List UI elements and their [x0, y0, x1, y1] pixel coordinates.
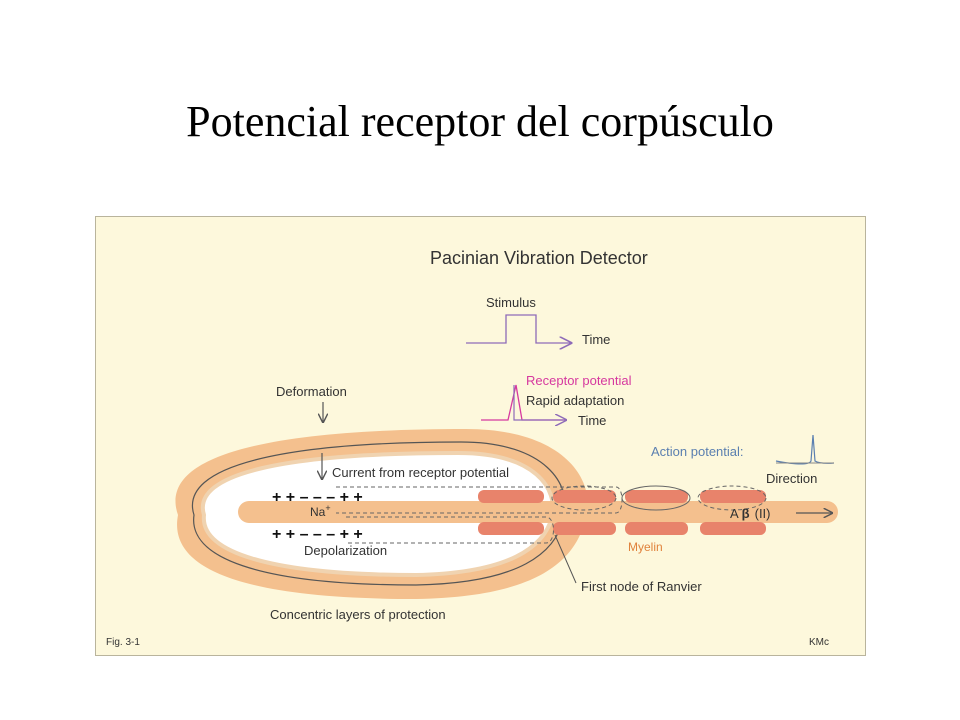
pacinian-diagram: Pacinian Vibration Detector Stimulus Tim…: [106, 248, 838, 648]
direction-label: Direction: [766, 471, 817, 486]
myelin-segment: [700, 522, 766, 535]
myelin-segment: [700, 490, 766, 503]
current-loop-bottom: [346, 516, 554, 544]
figure-title: Pacinian Vibration Detector: [430, 248, 648, 268]
myelin-segment: [625, 522, 688, 535]
node-current-loop: [697, 485, 767, 511]
node-pointer-line: [554, 534, 577, 584]
myelin-label: Myelin: [628, 540, 663, 554]
stimulus-trace: [466, 314, 571, 343]
myelin-segment: [553, 522, 616, 535]
current-label: Current from receptor potential: [332, 465, 509, 480]
charges-top: + + – – – + +: [272, 489, 363, 506]
action-potential-label: Action potential:: [651, 444, 744, 459]
first-node-label: First node of Ranvier: [581, 579, 702, 594]
stimulus-label: Stimulus: [486, 295, 536, 310]
myelin-segment: [625, 490, 688, 503]
slide-title: Potencial receptor del corpúsculo: [186, 97, 774, 146]
time-label-stimulus: Time: [582, 332, 610, 347]
charges-bottom: + + – – – + +: [272, 526, 363, 543]
na-label: Na+: [310, 503, 331, 519]
myelin-segment: [478, 522, 544, 535]
node-current-loop: [621, 485, 691, 511]
pacinian-figure: Pacinian Vibration Detector Stimulus Tim…: [95, 216, 866, 656]
node-current-loop: [551, 485, 617, 511]
fig-number: Fig. 3-1: [106, 637, 140, 648]
rapid-adaptation-label: Rapid adaptation: [526, 393, 624, 408]
concentric-label: Concentric layers of protection: [270, 607, 446, 622]
myelin-segment: [553, 490, 616, 503]
myelin-segment: [478, 490, 544, 503]
time-label-receptor: Time: [578, 413, 606, 428]
deformation-label: Deformation: [276, 384, 347, 399]
depolarization-label: Depolarization: [304, 543, 387, 558]
receptor-potential-label: Receptor potential: [526, 373, 632, 388]
credit: KMc: [809, 637, 829, 648]
action-potential-trace: [775, 434, 835, 465]
receptor-time-axis: [513, 385, 566, 420]
